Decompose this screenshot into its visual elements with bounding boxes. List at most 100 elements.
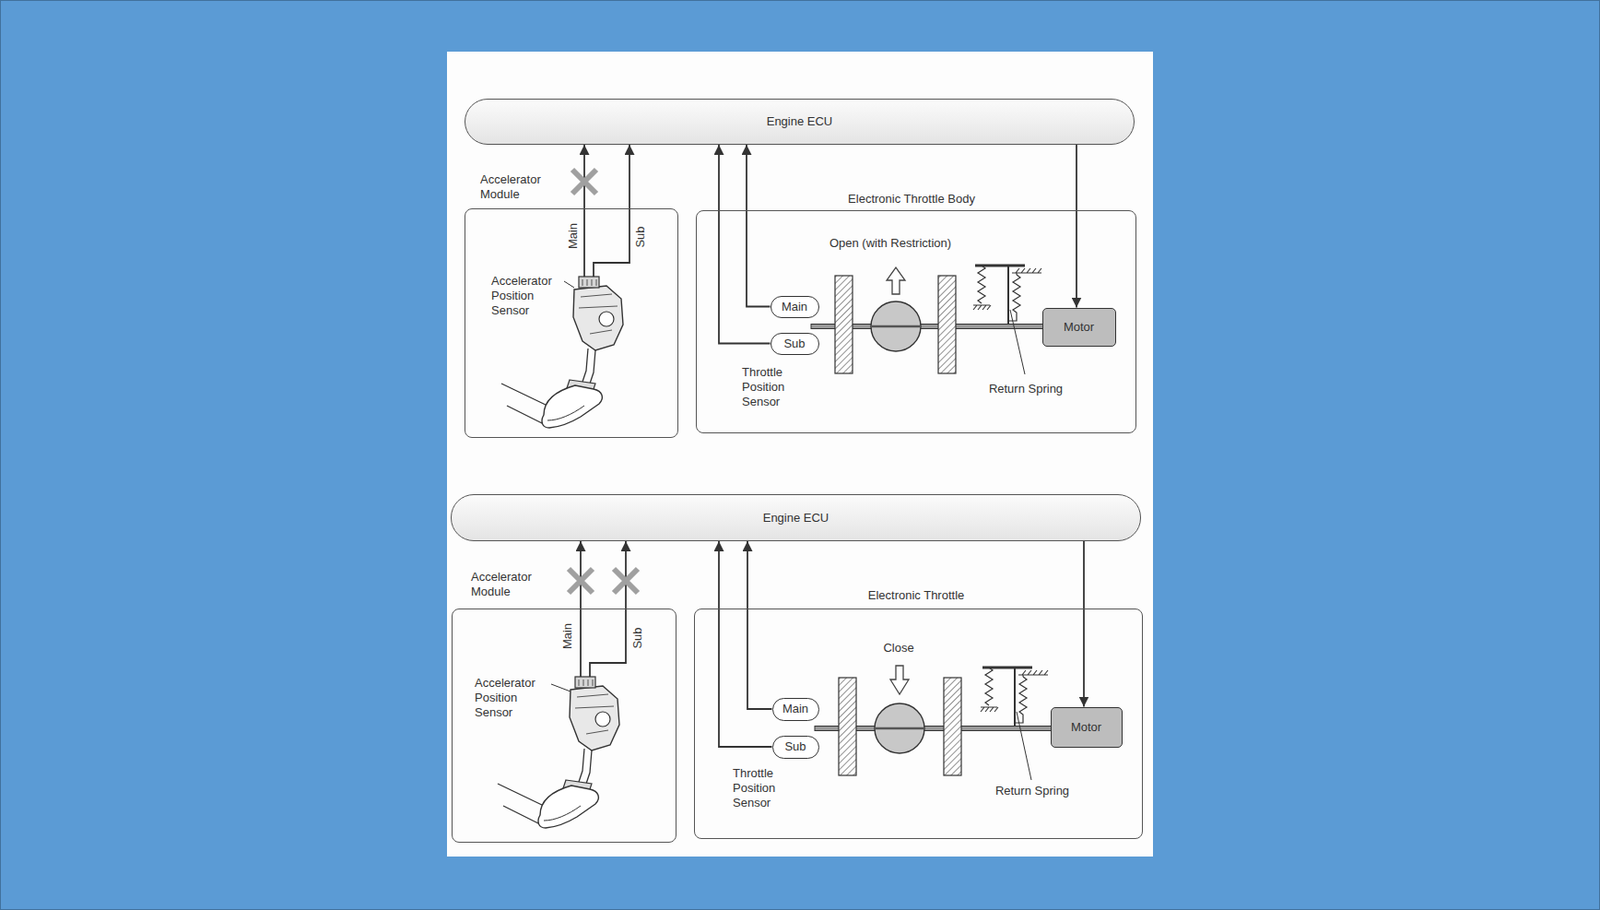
signal-label-holder: Sub xyxy=(630,600,646,675)
ecu-band: Engine ECU xyxy=(450,494,1142,542)
part-label: Throttle Position Sensor xyxy=(741,364,785,409)
throttle-valve xyxy=(870,301,921,352)
ecu-band: Engine ECU xyxy=(464,98,1135,145)
signal-name: Sub xyxy=(633,225,648,248)
signal-name: Main xyxy=(560,623,575,649)
leg-outline xyxy=(501,383,548,424)
throttle-valve-edge xyxy=(870,325,921,329)
shoe xyxy=(541,385,602,428)
signal-line xyxy=(579,541,582,609)
signal-line xyxy=(718,541,773,747)
part-label: Accelerator Position Sensor xyxy=(491,273,553,318)
close-arrow xyxy=(890,665,909,695)
paper-sheet xyxy=(447,51,1153,857)
leg-outline xyxy=(497,783,544,824)
sensor-oval: Main xyxy=(772,697,820,721)
fault-cross xyxy=(613,568,638,593)
box-heading: Electronic Throttle xyxy=(777,588,1055,603)
leader-line xyxy=(551,683,571,692)
part-label: Return Spring xyxy=(988,381,1063,396)
return-spring xyxy=(985,667,993,706)
signal-line xyxy=(628,144,631,209)
throttle-bore-wall xyxy=(838,677,857,776)
signal-line xyxy=(1075,144,1078,308)
box-heading: Accelerator Module xyxy=(470,569,550,600)
fault-cross xyxy=(572,169,597,194)
sensor-oval: Sub xyxy=(772,735,820,759)
sensor-detail xyxy=(599,311,614,327)
signal-line xyxy=(746,144,771,307)
motor-box: Motor xyxy=(1042,307,1117,347)
spring-stem xyxy=(1007,265,1010,325)
box-heading: Electronic Throttle Body xyxy=(773,191,1050,207)
box-label: Engine ECU xyxy=(766,114,834,130)
signal-line xyxy=(583,144,586,209)
throttle-figure xyxy=(814,665,1057,780)
part-label-holder: Accelerator Position Sensor xyxy=(491,273,570,318)
throttle-figure xyxy=(811,265,1053,375)
sensor-oval: Sub xyxy=(770,332,820,355)
signal-label-holder: Main xyxy=(565,199,581,273)
signal-line xyxy=(747,541,773,709)
return-spring xyxy=(977,265,986,304)
fault-cross xyxy=(568,568,593,593)
part-label-holder: Return Spring xyxy=(894,783,1171,799)
ground-symbol xyxy=(980,706,999,712)
box-label: Engine ECU xyxy=(763,510,830,526)
fault-cross xyxy=(572,169,597,194)
part-label: Close xyxy=(882,640,914,655)
ground-symbol xyxy=(1018,670,1048,677)
throttle-bore-wall xyxy=(938,275,956,374)
box-label: Motor xyxy=(1063,319,1095,335)
box-label: Main xyxy=(781,299,808,315)
box-label: Main xyxy=(782,701,809,717)
sensor-detail xyxy=(575,679,614,734)
sensor-detail xyxy=(595,711,611,727)
signal-name: Sub xyxy=(630,626,645,648)
throttle-bore-wall xyxy=(943,677,962,776)
box-heading: Accelerator Module xyxy=(480,172,559,202)
signal-label-holder: Sub xyxy=(633,200,648,274)
part-label-holder: Throttle Position Sensor xyxy=(732,765,812,811)
leader-line xyxy=(1016,711,1032,780)
signal-label-holder: Main xyxy=(560,599,576,673)
return-spring xyxy=(1008,274,1021,321)
signal-wire xyxy=(583,208,586,277)
sensor-detail xyxy=(578,279,618,334)
part-label-holder: Return Spring xyxy=(887,381,1165,397)
shoe-detail xyxy=(547,405,585,421)
part-label-holder: Close xyxy=(760,640,1037,656)
box-label: Sub xyxy=(784,739,806,754)
signal-wire xyxy=(593,208,630,277)
part-label: Return Spring xyxy=(995,783,1070,798)
box-label: Sub xyxy=(783,336,805,352)
signal-line xyxy=(1082,541,1085,707)
sensor-oval: Main xyxy=(770,295,820,318)
accelerator-sensor-figure xyxy=(497,608,626,828)
ground-symbol xyxy=(973,305,991,310)
shoe-detail xyxy=(543,805,581,821)
throttle-bore-wall xyxy=(835,275,853,374)
ground-symbol xyxy=(1011,268,1042,275)
throttle-valve xyxy=(874,703,925,753)
signal-line xyxy=(624,541,627,609)
part-label-holder: Open (with Restriction) xyxy=(752,235,1029,251)
signal-name: Main xyxy=(565,223,580,249)
throttle-valve-edge xyxy=(874,727,925,730)
shoe xyxy=(538,785,599,828)
spring-stem xyxy=(1013,667,1016,727)
fault-cross xyxy=(568,568,593,593)
part-label: Accelerator Position Sensor xyxy=(474,675,536,719)
part-label: Throttle Position Sensor xyxy=(732,765,776,810)
signal-line xyxy=(718,144,771,344)
leader-line xyxy=(1010,309,1025,375)
part-label-holder: Throttle Position Sensor xyxy=(741,364,821,410)
open-arrow xyxy=(886,267,906,295)
return-spring xyxy=(1014,676,1027,723)
accelerator-sensor-figure xyxy=(501,208,630,428)
leader-line xyxy=(564,281,575,288)
signal-wire xyxy=(579,608,582,677)
